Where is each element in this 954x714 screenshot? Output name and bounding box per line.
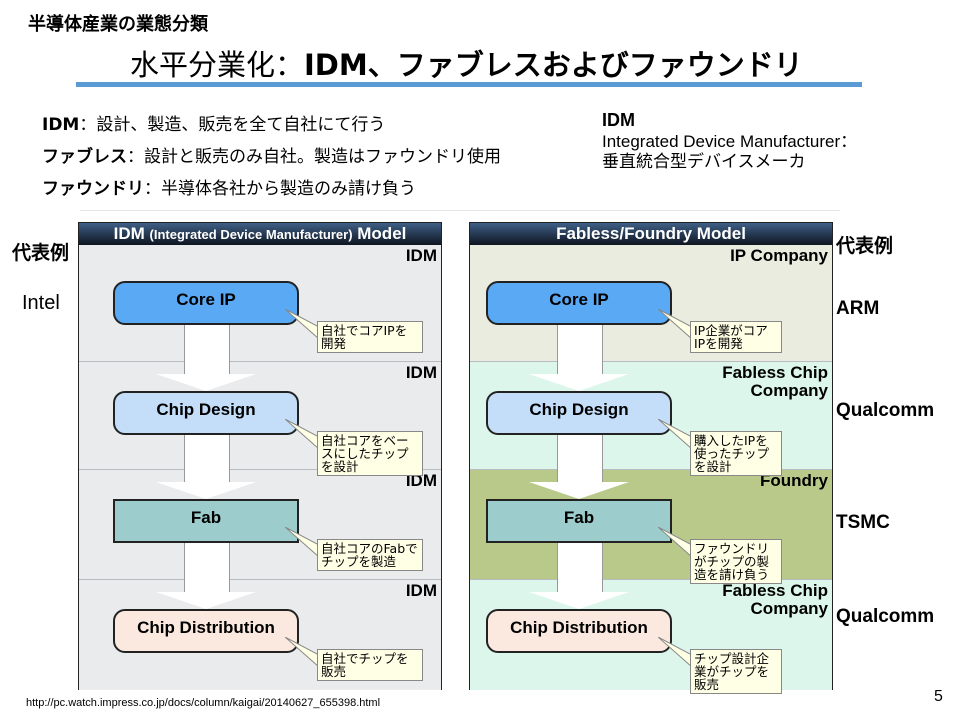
node-chip-distribution: Chip Distribution <box>113 609 299 653</box>
idm-model-panel: IDM (Integrated Device Manufacturer) Mod… <box>78 222 442 690</box>
representative-company: Qualcomm <box>836 606 935 627</box>
band-label-line2: Company <box>750 599 828 618</box>
definition-fabless: ファブレス：設計と販売のみ自社。製造はファウンドリ使用 <box>42 147 501 167</box>
callout-note: IP企業がコアIPを開発 <box>690 321 782 353</box>
band-label: IDM <box>405 246 437 265</box>
definition-foundry: ファウンドリ：半導体各社から製造のみ請け負う <box>42 179 416 199</box>
callout-note: 購入したIPを使ったチップを設計 <box>690 431 782 476</box>
band-label-line1: Fabless Chip <box>722 363 828 382</box>
idm-panel-header: IDM (Integrated Device Manufacturer) Mod… <box>79 223 441 245</box>
title-prefix: 水平分業化： <box>130 48 305 82</box>
definition-idm: IDM：設計、製造、販売を全て自社にて行う <box>42 115 386 135</box>
source-url[interactable]: http://pc.watch.impress.co.jp/docs/colum… <box>26 697 381 709</box>
flow-arrow-head-icon <box>529 482 629 499</box>
band-label-line1: Fabless Chip <box>722 581 828 600</box>
flow-arrow-head-icon <box>156 592 256 609</box>
representative-company: TSMC <box>836 512 890 533</box>
node-fab: Fab <box>113 499 299 543</box>
representative-label-right: 代表例 <box>836 235 894 257</box>
band-label-line2: Company <box>750 381 828 400</box>
title-underline <box>76 82 862 87</box>
node-core-ip: Core IP <box>486 281 672 325</box>
divider <box>80 210 840 211</box>
page-number: 5 <box>934 688 943 705</box>
band-label: IDM <box>405 471 437 490</box>
flow-arrow-shaft <box>184 325 230 374</box>
slide-title: 水平分業化：IDM、ファブレスおよびファウンドリ <box>130 42 803 84</box>
band-label: IDM <box>405 363 437 382</box>
flow-arrow-head-icon <box>156 482 256 499</box>
idm-note: IDM Integrated Device Manufacturer： 垂直統合… <box>602 110 857 173</box>
flow-arrow-shaft <box>557 325 603 374</box>
representative-company: ARM <box>836 298 880 319</box>
callout-note: 自社コアをベースにしたチップを設計 <box>317 431 423 476</box>
flow-arrow-head-icon <box>529 592 629 609</box>
flow-arrow-shaft <box>557 435 603 482</box>
title-main: IDM、ファブレスおよびファウンドリ <box>304 48 803 82</box>
callout-note: 自社コアのFabでチップを製造 <box>317 539 423 571</box>
band-label-line1: IP Company <box>730 246 828 265</box>
idm-note-heading: IDM <box>602 110 635 130</box>
representative-label-left: 代表例 <box>12 242 70 264</box>
representative-company: Qualcomm <box>836 400 935 421</box>
callout-note: ファウンドリがチップの製造を請け負う <box>690 539 782 584</box>
callout-note: チップ設計企業がチップを販売 <box>690 649 782 694</box>
flow-arrow-shaft <box>184 543 230 592</box>
band-label-line1: Foundry <box>760 471 828 490</box>
representative-intel: Intel <box>22 292 60 314</box>
band-label: IP Company <box>730 247 828 265</box>
callout-note: 自社でチップを販売 <box>317 649 423 681</box>
node-chip-design: Chip Design <box>486 391 672 435</box>
slide-subtitle: 半導体産業の業態分類 <box>28 14 208 35</box>
flow-arrow-head-icon <box>529 374 629 391</box>
fabless-panel-header: Fabless/Foundry Model <box>470 223 832 245</box>
idm-note-line2: 垂直統合型デバイスメーカ <box>602 152 806 172</box>
node-fab: Fab <box>486 499 672 543</box>
callout-note: 自社でコアIPを開発 <box>317 321 423 353</box>
flow-arrow-shaft <box>557 543 603 592</box>
node-chip-distribution: Chip Distribution <box>486 609 672 653</box>
band-label: IDM <box>405 581 437 600</box>
idm-note-line1: Integrated Device Manufacturer： <box>602 132 858 151</box>
band-label: Foundry <box>760 472 828 490</box>
flow-arrow-shaft <box>184 435 230 482</box>
node-chip-design: Chip Design <box>113 391 299 435</box>
flow-arrow-head-icon <box>156 374 256 391</box>
node-core-ip: Core IP <box>113 281 299 325</box>
